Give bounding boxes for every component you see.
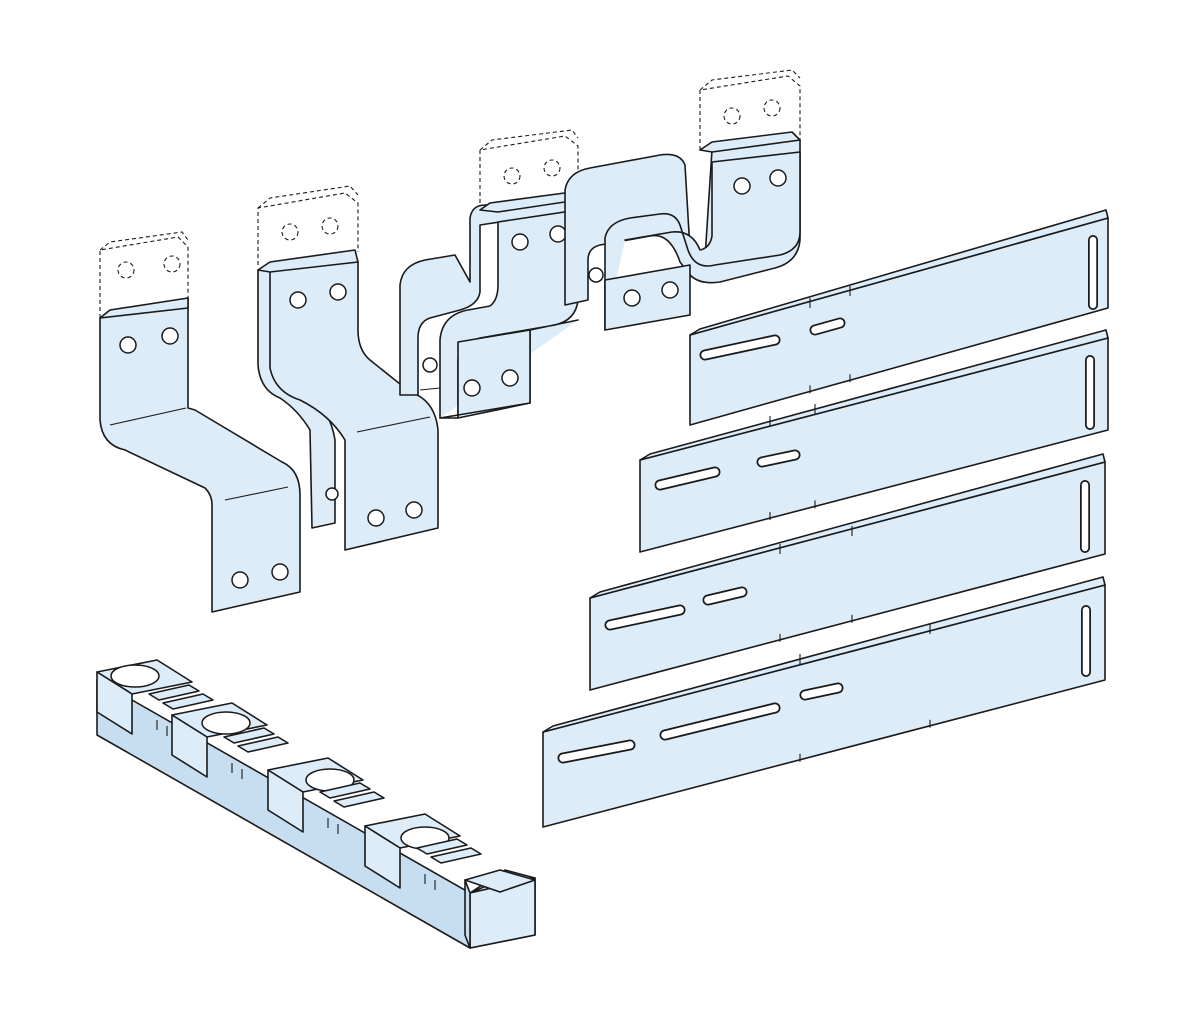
connector-2 <box>257 185 439 551</box>
connector-1 <box>99 231 301 613</box>
ghost-hole <box>723 107 741 125</box>
plate-top-edge <box>689 209 1109 336</box>
ghost-tab <box>699 69 801 150</box>
bolt-hole <box>231 571 249 589</box>
connector-4 <box>564 69 801 331</box>
ghost-tab <box>479 129 579 210</box>
bolt-hole <box>161 327 179 345</box>
ghost-hole <box>763 99 781 117</box>
bolt-hole <box>367 509 385 527</box>
bolt-hole <box>623 289 641 307</box>
ghost-hole <box>321 217 339 235</box>
bolt-hole <box>271 563 289 581</box>
block-segment <box>267 757 385 834</box>
extension-plate-3 <box>589 453 1106 691</box>
block-hole <box>110 664 160 688</box>
bolt-hole <box>405 501 423 519</box>
extension-plate-4 <box>542 576 1106 828</box>
connector-3 <box>399 129 579 419</box>
extension-plates <box>542 209 1109 828</box>
block-segment <box>96 659 214 736</box>
ghost-hole <box>503 167 521 185</box>
bolt-hole <box>661 281 679 299</box>
extension-plate-1 <box>689 209 1109 426</box>
extension-plate-2 <box>639 329 1109 553</box>
bolt-hole <box>422 357 438 373</box>
bolt-hole <box>329 283 347 301</box>
support-block <box>96 659 536 949</box>
bolt-hole <box>325 487 339 501</box>
ghost-hole <box>543 159 561 177</box>
ghost-hole <box>163 255 181 273</box>
plate-top-edge <box>542 576 1106 733</box>
bolt-hole <box>463 379 481 397</box>
ghost-tab <box>257 185 359 265</box>
plate-top-edge <box>589 453 1106 599</box>
bolt-hole <box>289 291 307 309</box>
block-segment <box>171 702 289 779</box>
bar-top-edge <box>99 297 189 319</box>
ghost-hole <box>117 261 135 279</box>
ghost-tab <box>99 231 189 318</box>
bar-front <box>604 151 801 331</box>
bolt-hole <box>511 233 529 251</box>
ghost-hole <box>281 223 299 241</box>
block-hole <box>201 711 251 735</box>
plate-top-edge <box>639 329 1109 461</box>
bolt-hole <box>119 336 137 354</box>
block-segment <box>364 813 482 890</box>
bolt-hole <box>501 369 519 387</box>
bolt-hole <box>733 177 751 195</box>
bolt-hole <box>588 267 604 283</box>
bolt-hole <box>769 169 787 187</box>
bar-body <box>99 297 301 613</box>
bar-front <box>269 261 439 551</box>
bolt-hole <box>549 225 567 243</box>
